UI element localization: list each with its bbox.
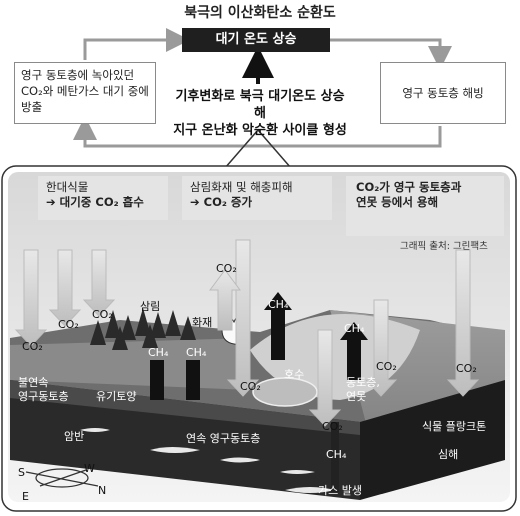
co2-up-arrow [209,269,241,331]
gas-release-line2: CO₂와 메탄가스 대기 중에 [21,84,149,98]
panel-box-1 [38,176,168,220]
thaw-pond-label: 동토층, 연못 [346,376,380,404]
panel-2-line1: 삼림화재 및 해충피해 [190,180,293,194]
compass-axis-1 [25,471,99,487]
cycle-description: 기후변화로 북극 대기온도 상승해 지구 온난화 악순환 사이클 형성 [170,88,350,139]
lake-shape [252,377,318,407]
panel-tundra-plants: 한대식물 ➔ 대기중 CO₂ 흡수 [46,180,144,210]
forest-label: 삼림 [140,300,161,313]
ch4-label-1: CH₄ [268,298,289,311]
ch4-up-arrows [150,292,368,400]
co2-label-8: CO₂ [456,362,477,375]
cycle-description-line1: 기후변화로 북극 대기온도 상승해 [175,89,345,121]
ch4-label-5: CH₄ [326,448,347,461]
panel-2-line2: ➔ CO₂ 증가 [190,195,253,209]
continuous-permafrost-label: 연속 영구동토층 [186,432,261,445]
permafrost-thaw-label: 영구 동토층 해빙 [402,86,484,100]
discontinuous-permafrost-label: 불연속 영구동토층 [18,376,69,404]
co2-down-arrows [14,239,480,427]
panel-3-line1: CO₂가 영구 동토층과 [356,180,462,194]
fire-label: 화재 [192,316,213,329]
thaw-pond-line1: 동토층, [346,376,380,389]
gas-release-line1: 영구 동토층에 녹아있던 [21,68,135,82]
co2-label-2: CO₂ [58,318,79,331]
arrow-thaw-down [255,126,442,148]
organic-soil-label: 유기토양 [96,390,137,403]
panel-co2-dissolve: CO₂가 영구 동토층과 연못 등에서 용해 [356,180,461,210]
compass-e: E [22,490,29,503]
lake-label: 호수 [284,368,305,381]
co2-label-5: CO₂ [240,380,261,393]
panel-1-line1: 한대식물 [46,180,89,194]
cycle-description-line2: 지구 온난화 악순환 사이클 형성 [173,123,347,138]
phytoplankton-label: 식물 플랑크톤 [422,420,487,433]
panel-3-line2: 연못 등에서 용해 [356,195,439,209]
co2-label-3: CO₂ [92,308,113,321]
gas-release-line3: 방출 [21,100,43,114]
arrow-to-thaw [330,38,452,70]
permafrost-thaw-box: 영구 동토층 해빙 [380,62,506,124]
diagram-title: 북극의 이산화탄소 순환도 [184,5,336,21]
co2-label-7: CO₂ [376,360,397,373]
ch4-label-4: CH₄ [186,346,207,359]
co2-label-6: CO₂ [322,420,343,433]
bedrock-label: 암반 [64,430,85,443]
ch4-label-3: CH₄ [148,346,169,359]
deep-sea-label: 심해 [438,448,459,461]
gas-release-box: 영구 동토층에 녹아있던 CO₂와 메탄가스 대기 중에 방출 [14,62,156,124]
graphic-credit: 그래픽 출처: 그린팩츠 [400,241,488,252]
arctic-landscape-illustration [1,165,517,512]
terrain-side [360,380,505,500]
discontinuous-line2: 영구동토층 [18,390,69,403]
panel-box-2 [182,176,332,220]
forest-trees [90,308,196,350]
compass-s: S [18,466,25,479]
compass-w: W [84,462,95,475]
panel-box-3 [346,176,504,236]
arrow-to-release [73,116,255,148]
compass-ring [35,468,89,488]
co2-label-4: CO₂ [216,262,237,275]
gas-emission-label: 가스 발생 [318,484,362,497]
panel-forest-fire: 삼림화재 및 해충피해 ➔ CO₂ 증가 [190,180,293,210]
panel-1-line2: ➔ 대기중 CO₂ 흡수 [46,195,144,209]
compass-axis-2 [39,469,87,487]
compass-n: N [98,484,107,497]
arrow-to-temp [83,28,190,60]
terrain-front [10,380,360,500]
temperature-rise-box: 대기 온도 상승 [182,28,330,52]
co2-label-1: CO₂ [22,340,43,353]
thaw-pond-line2: 연못 [346,390,367,403]
discontinuous-line1: 불연속 [18,376,49,389]
ch4-label-2: CH₄ [344,322,365,335]
